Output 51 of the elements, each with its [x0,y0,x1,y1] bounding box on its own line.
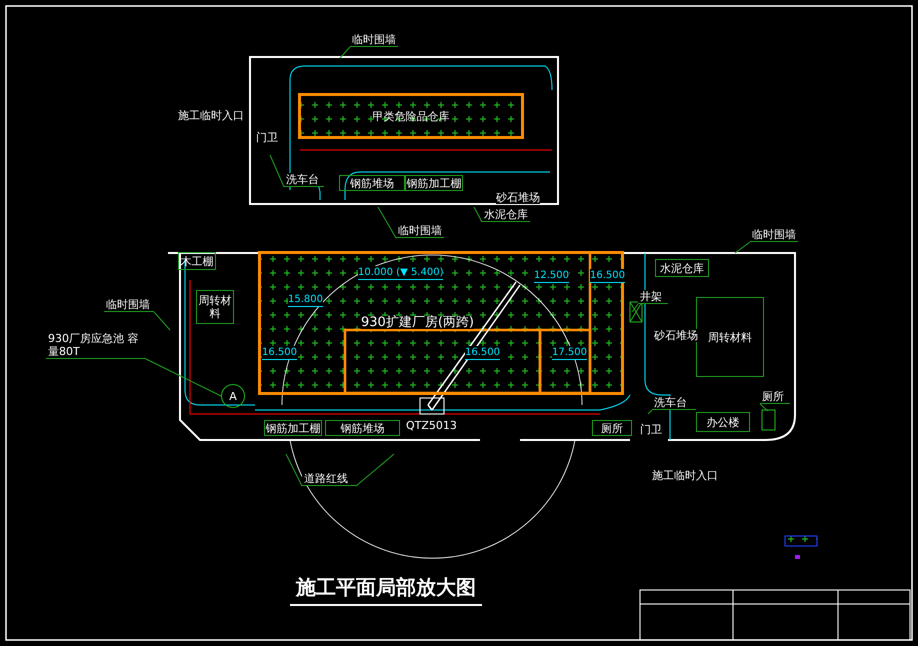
shed-box: 钢筋加工棚 [264,420,322,436]
leader-text: 洗车台 [284,173,324,187]
crane-label: QTZ5013 [406,419,457,432]
leader-line [340,46,350,58]
leader-line [270,154,284,188]
text-label: 施工临时入口 [652,469,718,482]
text-label: 门卫 [256,131,278,144]
storage-yard-box: 钢筋堆场 [325,420,400,436]
shed-box: 木工棚 [178,252,216,270]
warehouse-box: 水泥仓库 [655,259,709,277]
leader-line [286,454,302,486]
leader-text: 厕所 [760,390,790,404]
leader-text: 临时围墙 [750,228,798,242]
leader-line [154,312,170,330]
storage-yard-box: 周转材料 [696,297,764,377]
office-box: 办公楼 [696,412,750,432]
drawing-title: 施工平面局部放大图 [290,574,482,606]
elevation-label: 16.500 [590,269,625,283]
leader-text: 水泥仓库 [482,208,530,222]
leader-text: 井架 [638,290,668,304]
leader-text: 洗车台 [652,396,696,410]
shed-box: 钢筋加工棚 [405,175,463,191]
leader-line [146,358,222,396]
building-name: 930扩建厂房(两跨) [361,316,474,329]
leader-text: 临时围墙 [350,33,398,47]
leader-text: 临时围墙 [104,298,154,312]
leader-line [474,206,482,222]
elevation-label: 12.500 [534,269,569,283]
toilet-box: 厕所 [592,420,632,436]
leader-line [356,454,394,486]
elevation-label: 15.800 [288,293,323,307]
text-label: 施工临时入口 [178,109,244,122]
elevation-label: 16.500 [262,346,297,360]
storage-yard-box: 钢筋堆场 [339,175,405,191]
leader-text: 临时围墙 [396,224,444,238]
warehouse-box: 甲类危险品仓库 [298,93,524,139]
leader-text: 930厂房应急池 容量80T [46,332,146,359]
elevation-label: 17.500 [552,346,587,360]
text-label: 砂石堆场 [654,329,698,342]
leader-text: 道路红线 [302,472,356,486]
axis-circle: A [221,384,245,408]
text-label: 砂石堆场 [496,191,540,204]
leader-line [632,304,638,312]
text-label: 门卫 [640,423,662,436]
leader-line [378,206,396,238]
leader-line [760,404,768,412]
leader-line [734,242,750,254]
leader-line [648,410,652,414]
elevation-label: 16.500 [465,346,500,360]
storage-yard-box: 周转材料 [196,290,234,324]
elevation-label: 10.000 (▼ 5.400) [358,266,444,280]
